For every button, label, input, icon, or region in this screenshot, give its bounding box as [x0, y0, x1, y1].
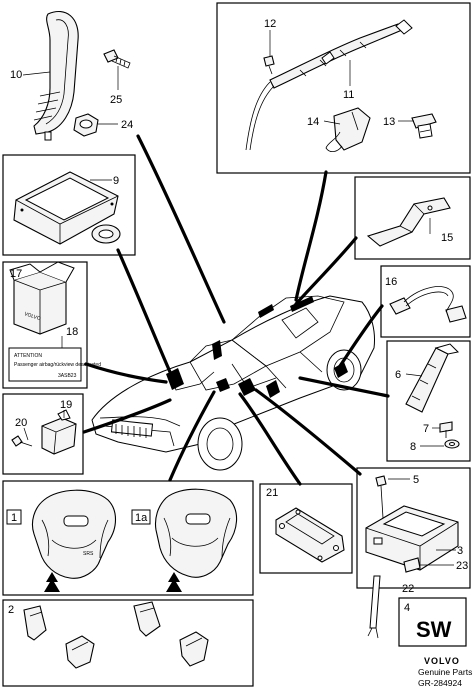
pointer-lines — [82, 134, 390, 486]
carton-print: VOLVO — [23, 311, 41, 322]
footer-subtitle: Genuine Parts — [418, 667, 472, 677]
callout-4: 4 — [404, 602, 410, 614]
callout-6: 6 — [395, 369, 401, 381]
callout-8: 8 — [410, 441, 416, 453]
callout-25: 25 — [110, 94, 122, 106]
callout-10: 10 — [10, 69, 22, 81]
label-card-code: 3ASB23 — [58, 373, 77, 379]
callout-23: 23 — [456, 560, 468, 572]
passenger-airbag-part — [13, 171, 121, 245]
callout-1a: 1a — [135, 512, 148, 524]
sensor-6-part — [405, 343, 460, 413]
callout-5: 5 — [413, 474, 419, 486]
panel-connectors-2 — [2, 599, 254, 687]
leader-10 — [22, 71, 51, 76]
callout-box-1 — [6, 509, 22, 525]
steering-airbag-1-part: SRS — [31, 489, 117, 579]
callout-24: 24 — [121, 119, 133, 131]
clip-14-part — [325, 107, 371, 152]
callout-20: 20 — [15, 417, 27, 429]
footer-brand: VOLVO — [424, 656, 460, 666]
callout-11: 11 — [343, 89, 354, 101]
market-code-box — [398, 597, 467, 647]
strap-22-part — [367, 575, 381, 639]
market-code: SW — [416, 617, 452, 642]
callout-17: 17 — [10, 268, 22, 280]
bracket-21-part — [275, 507, 345, 563]
callout-box-1a — [131, 509, 151, 525]
screw-12-part — [263, 55, 275, 75]
label-card-line: Passenger airbag/rückview deactivated — [14, 362, 101, 368]
callout-22: 22 — [402, 583, 414, 595]
connector-23-part — [403, 557, 421, 573]
trim-15-part — [366, 197, 451, 247]
leader-20 — [23, 427, 29, 441]
callout-15: 15 — [441, 232, 453, 244]
callout-18: 18 — [66, 326, 78, 338]
callout-19: 19 — [60, 399, 72, 411]
curtain-airbag-part — [245, 19, 413, 151]
label-card-title: ATTENTION — [14, 353, 42, 359]
svg-text:SRS: SRS — [83, 551, 94, 557]
arrow-up-icon — [166, 572, 182, 592]
callout-14: 14 — [307, 116, 319, 128]
footer-figure-id: GR-284924 — [418, 678, 462, 688]
callout-12: 12 — [264, 18, 276, 30]
callout-7: 7 — [423, 423, 429, 435]
clip-13-part — [411, 113, 437, 139]
callout-1: 1 — [11, 512, 17, 524]
connector-2-part — [23, 601, 209, 669]
callout-13: 13 — [383, 116, 395, 128]
callout-3: 3 — [457, 545, 463, 557]
screw-20-part — [11, 435, 33, 447]
label-card-18: ATTENTION Passenger airbag/rückview deac… — [8, 347, 101, 382]
screw-25-part — [103, 49, 131, 69]
washer-8-part — [444, 439, 460, 449]
screw-5-part — [375, 475, 387, 519]
callout-16: 16 — [385, 276, 397, 288]
screw-7-part — [439, 421, 453, 438]
carton-17-part — [9, 261, 75, 335]
callout-21: 21 — [266, 487, 278, 499]
leader-6 — [405, 373, 423, 377]
callout-2: 2 — [8, 604, 14, 616]
cable-16-part — [389, 286, 467, 323]
leader-14 — [323, 120, 341, 125]
control-module-3-part — [365, 505, 459, 571]
steering-airbag-1a-part — [154, 488, 238, 578]
car-illustration — [91, 295, 375, 471]
callout-9: 9 — [113, 175, 119, 187]
nut-24-part — [73, 113, 99, 137]
arrow-up-icon — [44, 572, 60, 592]
side-airbag-part — [33, 11, 79, 141]
